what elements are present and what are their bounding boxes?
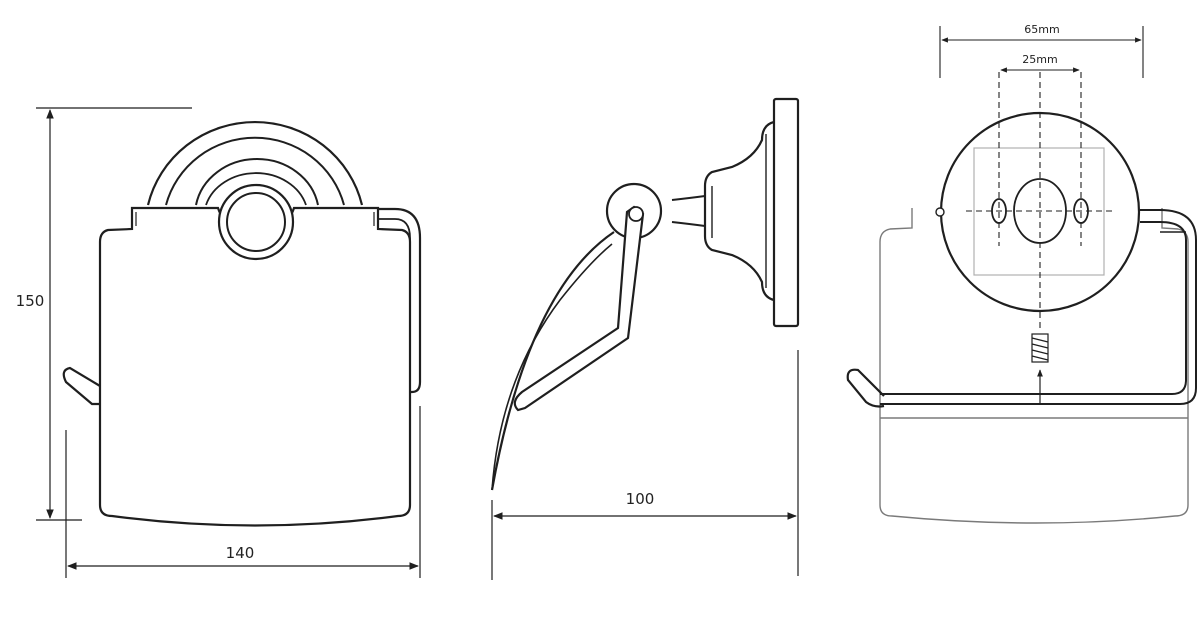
dim-mount-outer: 65mm [1024, 23, 1059, 36]
side-mount-body [703, 120, 775, 302]
front-rosette-outer [146, 120, 364, 206]
mount-grub-screw [1031, 333, 1049, 363]
mount-tab [846, 368, 885, 408]
side-wall-plate [772, 97, 800, 328]
dim-front-height: 150 [16, 292, 45, 310]
mount-center-lines [966, 72, 1112, 328]
dim-mount-inner: 25mm [1022, 53, 1057, 66]
mount-dimensions [939, 26, 1144, 78]
front-arm [378, 207, 422, 394]
side-dimensions [491, 350, 799, 580]
mount-view [846, 111, 1197, 408]
side-lid [490, 231, 615, 491]
dim-side-depth: 100 [626, 490, 655, 508]
front-tab [62, 366, 101, 406]
mount-view-outline [879, 208, 1189, 524]
front-dimensions [36, 107, 421, 578]
front-hub-inner [226, 192, 286, 252]
side-arm [513, 205, 645, 412]
front-view [62, 120, 422, 527]
front-hub-outer [217, 183, 295, 261]
front-rosette-inner [165, 136, 345, 206]
dim-front-width: 140 [226, 544, 255, 562]
side-view [490, 97, 800, 491]
mount-arm [880, 209, 1197, 405]
front-rosette-collar [195, 158, 319, 206]
